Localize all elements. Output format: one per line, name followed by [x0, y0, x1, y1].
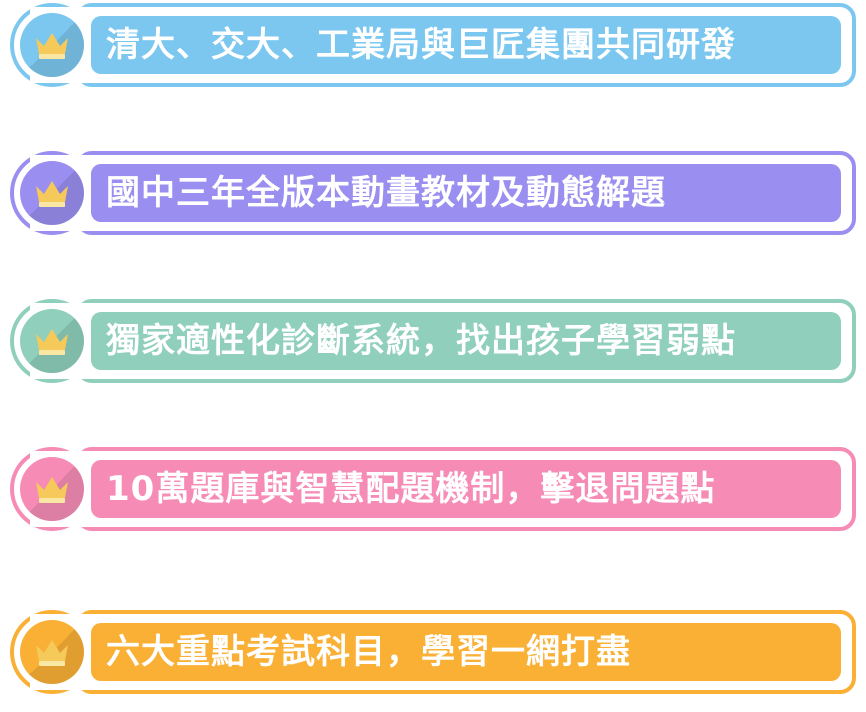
feature-text: 六大重點考試科目，學習一網打盡 [106, 632, 631, 672]
crown-icon [36, 640, 68, 666]
crown-icon [36, 181, 68, 207]
feature-item-2: 國中三年全版本動畫教材及動態解題 [0, 148, 866, 238]
feature-text: 清大、交大、工業局與巨匠集團共同研發 [106, 25, 736, 65]
feature-bar [91, 164, 841, 222]
crown-icon [36, 329, 68, 355]
feature-bar [91, 460, 841, 518]
feature-bar [91, 623, 841, 681]
crown-icon [36, 477, 68, 503]
feature-bar [91, 312, 841, 370]
feature-text: 國中三年全版本動畫教材及動態解題 [106, 173, 666, 213]
feature-bar [91, 16, 841, 74]
feature-item-3: 獨家適性化診斷系統，找出孩子學習弱點 [0, 296, 866, 386]
feature-item-4: 10萬題庫與智慧配題機制，擊退問題點 [0, 444, 866, 534]
feature-text: 10萬題庫與智慧配題機制，擊退問題點 [106, 469, 716, 509]
feature-text: 獨家適性化診斷系統，找出孩子學習弱點 [106, 321, 736, 361]
crown-icon [36, 33, 68, 59]
feature-item-1: 清大、交大、工業局與巨匠集團共同研發 [0, 0, 866, 90]
feature-item-5: 六大重點考試科目，學習一網打盡 [0, 607, 866, 697]
